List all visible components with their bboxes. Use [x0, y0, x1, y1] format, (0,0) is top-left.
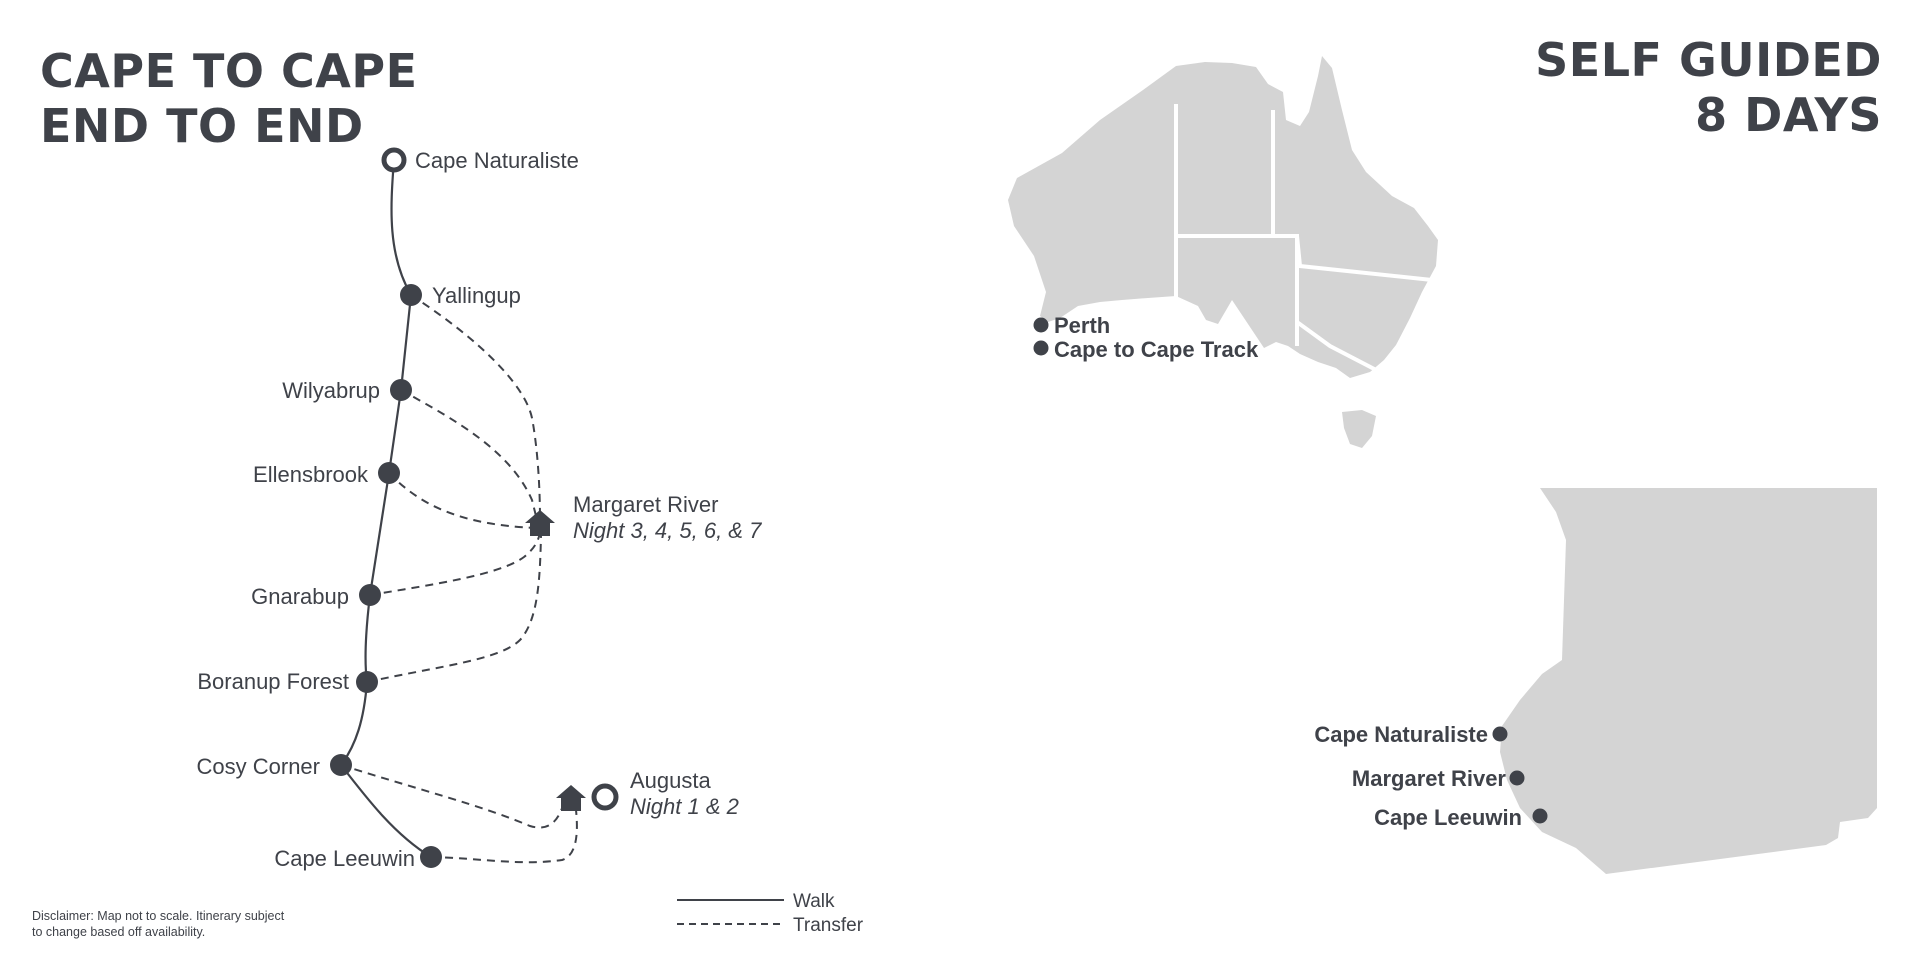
disclaimer: Disclaimer: Map not to scale. Itinerary … [32, 908, 284, 940]
region-landmass [1500, 488, 1877, 874]
route-title: CAPE TO CAPE END TO END [40, 44, 418, 154]
transfer-yallingup [410, 294, 541, 521]
stop-wilyabrup-marker [390, 379, 412, 401]
transfer-boranup [366, 534, 542, 683]
route-title-line2: END TO END [40, 99, 364, 153]
base-augusta-nights: Night 1 & 2 [630, 794, 739, 819]
disclaimer-line1: Disclaimer: Map not to scale. Itinerary … [32, 909, 285, 923]
augusta-ring-marker [591, 783, 619, 811]
tour-duration-line: 8 DAYS [1695, 88, 1882, 142]
region-margaret-river-label: Margaret River [1352, 766, 1507, 791]
australia-map: Perth Cape to Cape Track [1008, 56, 1438, 448]
perth-label: Perth [1054, 313, 1110, 338]
track-dot [1033, 340, 1049, 356]
walk-path [339, 159, 432, 858]
state-borders [1174, 104, 1433, 374]
stop-cape-leeuwin-label: Cape Leeuwin [274, 846, 415, 871]
stop-yallingup-label: Yallingup [432, 283, 521, 308]
house-icon [525, 510, 555, 536]
transfer-ellensbrook [388, 472, 538, 529]
stop-cape-leeuwin-marker [420, 846, 442, 868]
stop-gnarabup-label: Gnarabup [251, 584, 349, 609]
stop-ellensbrook-label: Ellensbrook [253, 462, 369, 487]
tour-type-title: SELF GUIDED 8 DAYS [1535, 33, 1882, 143]
stop-cape-naturaliste-marker [381, 147, 407, 173]
stop-boranup-forest-label: Boranup Forest [197, 669, 349, 694]
region-margaret-river-dot [1509, 770, 1525, 786]
base-augusta-label: Augusta [630, 768, 711, 793]
stop-ellensbrook-marker [378, 462, 400, 484]
australia-landmass [1008, 56, 1438, 378]
disclaimer-line2: to change based off availability. [32, 925, 206, 939]
base-margaret-river-label: Margaret River [573, 492, 718, 517]
stop-cosy-corner-marker [330, 754, 352, 776]
perth-dot [1033, 317, 1049, 333]
stop-cosy-corner-label: Cosy Corner [197, 754, 320, 779]
route-diagram: Cape Naturaliste Yallingup Wilyabrup Ell… [197, 147, 762, 871]
stop-yallingup-marker [400, 284, 422, 306]
region-naturaliste-label: Cape Naturaliste [1314, 722, 1488, 747]
legend-transfer-label: Transfer [793, 915, 864, 936]
transfer-paths [340, 294, 578, 864]
transfer-cape-leeuwin [430, 809, 578, 864]
region-leeuwin-dot [1532, 808, 1548, 824]
stop-boranup-forest-marker [356, 671, 378, 693]
legend: Walk Transfer [677, 891, 864, 936]
house-icon [556, 785, 586, 811]
region-leeuwin-label: Cape Leeuwin [1374, 805, 1522, 830]
region-map: Cape Naturaliste Margaret River Cape Lee… [1314, 488, 1877, 874]
stop-cape-naturaliste-label: Cape Naturaliste [415, 148, 579, 173]
route-title-line1: CAPE TO CAPE [40, 44, 418, 98]
tasmania [1342, 410, 1376, 448]
transfer-gnarabup [369, 529, 541, 596]
tour-type-line1: SELF GUIDED [1535, 33, 1882, 87]
transfer-wilyabrup [400, 389, 538, 521]
stop-gnarabup-marker [359, 584, 381, 606]
stop-wilyabrup-label: Wilyabrup [282, 378, 380, 403]
region-naturaliste-dot [1492, 726, 1508, 742]
base-margaret-river-nights: Night 3, 4, 5, 6, & 7 [573, 518, 762, 543]
track-label: Cape to Cape Track [1054, 337, 1259, 362]
transfer-cosy-corner [340, 764, 566, 829]
legend-walk-label: Walk [793, 891, 835, 912]
